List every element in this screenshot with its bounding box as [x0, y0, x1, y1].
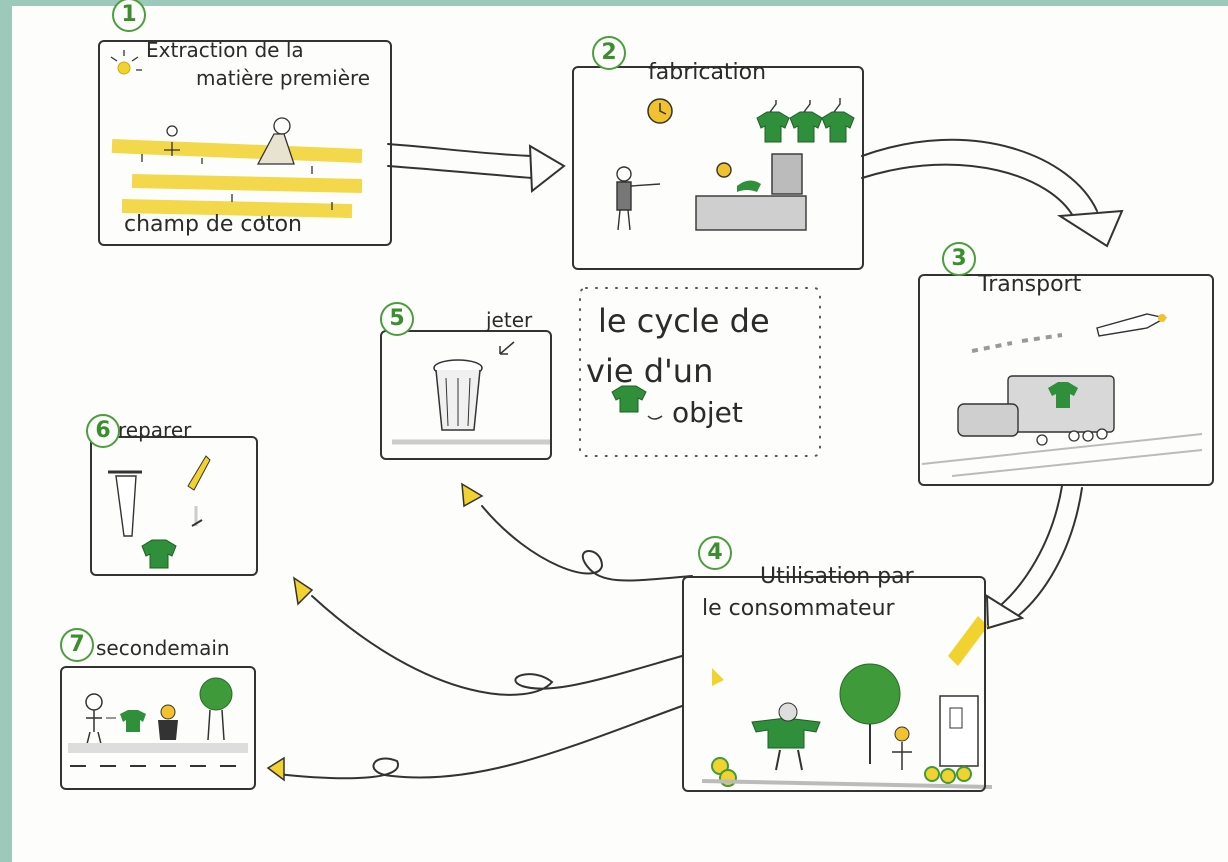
cotton-field-drawing [110, 50, 363, 224]
step-1-box [98, 40, 392, 246]
step-7-box [60, 666, 256, 790]
arrow-4-to-7 [276, 705, 683, 780]
drawing-sheet: 1 2 3 4 5 6 7 Extraction de la matière p… [12, 0, 1228, 862]
transport-drawing [921, 313, 1203, 477]
step-5-label: jeter [486, 308, 533, 332]
step-2-box [572, 66, 864, 270]
step-4-label-line2: le consommateur [702, 596, 895, 621]
trash-can-drawing [392, 341, 552, 445]
connector-arrows [68, 50, 1203, 789]
step-3-box [918, 274, 1214, 486]
title-shirt-icon [611, 385, 647, 413]
step-6-number: 6 [86, 414, 120, 448]
step-5-box [380, 330, 552, 460]
step-7-number: 7 [60, 628, 94, 662]
step-1-caption: champ de coton [124, 212, 302, 237]
step-5-number: 5 [380, 302, 414, 336]
title-line3: objet [672, 396, 743, 429]
step-6-label: reparer [118, 418, 192, 442]
step-4-number: 4 [698, 536, 732, 570]
step-3-number: 3 [942, 242, 976, 276]
usage-drawing [701, 616, 993, 789]
arrow-4-to-5 [481, 505, 693, 582]
step-2-number: 2 [592, 36, 626, 70]
step-6-box [90, 436, 258, 576]
step-2-label: fabrication [648, 60, 767, 85]
factory-drawing [616, 98, 855, 231]
second-hand-drawing [68, 677, 248, 767]
title-line2: vie d'un [586, 352, 714, 390]
step-1-number: 1 [112, 0, 146, 32]
step-3-label: Transport [978, 272, 1082, 297]
step-4-label-line1: Utilisation par [760, 564, 914, 589]
step-7-label: secondemain [96, 636, 230, 660]
title-line1: le cycle de [598, 302, 770, 340]
step-4-box [682, 576, 986, 792]
arrow-1-to-2 [387, 143, 533, 157]
step-1-label-line2: matière première [196, 66, 371, 90]
repair-drawing [108, 455, 211, 569]
arrow-4-to-6 [311, 595, 683, 696]
step-1-label-line1: Extraction de la [146, 38, 304, 62]
arrow-3-to-4 [1001, 485, 1063, 605]
arrow-2-to-3 [861, 138, 1098, 212]
